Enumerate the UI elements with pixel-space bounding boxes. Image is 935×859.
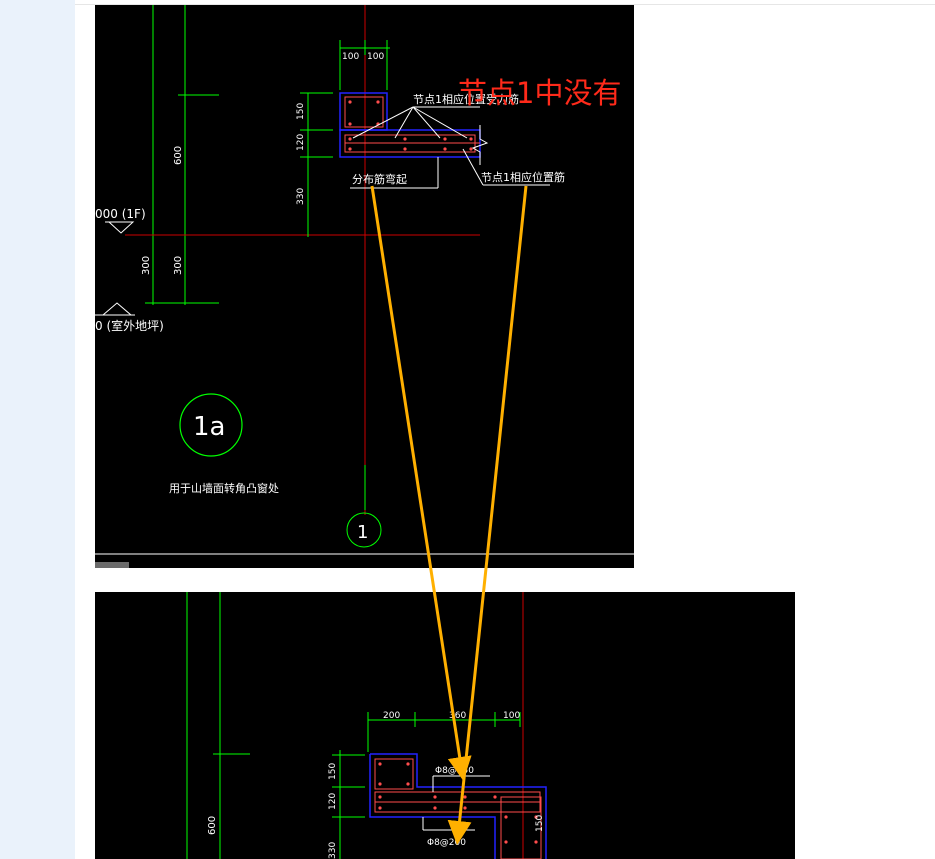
dim-text-120: 120 bbox=[296, 134, 306, 151]
cad-drawing-detail-1: 600 200 360 100 150 120 330 bbox=[95, 592, 795, 859]
dim-text-200: 200 bbox=[383, 711, 400, 721]
cad-drawing-1-canvas: 600 300 300 1 100 100 150 120 330 bbox=[95, 5, 634, 555]
annotation-note: 节点1中没有 bbox=[458, 76, 622, 110]
dim-text-600: 600 bbox=[207, 816, 218, 835]
level-marker bbox=[105, 221, 135, 234]
cad-drawing-detail-1a: 600 300 300 1 100 100 150 120 330 bbox=[95, 5, 634, 568]
rebar-stirrup-upper bbox=[344, 96, 384, 128]
rebar-label-top: Φ8@150 bbox=[435, 766, 474, 776]
detail-bubble bbox=[179, 393, 243, 457]
rebar-label-bottom: Φ8@200 bbox=[427, 838, 466, 848]
label-node1-stress-bars: 节点1相应位置受力筋 bbox=[413, 92, 519, 106]
dim-text-300-b: 300 bbox=[173, 256, 184, 275]
leader-line bbox=[352, 106, 414, 139]
dim-text-150: 150 bbox=[296, 103, 306, 120]
dim-text-top-2: 100 bbox=[367, 52, 384, 62]
label-node1-position-bars: 节点1相应位置筋 bbox=[481, 170, 565, 184]
dim-text-100: 100 bbox=[503, 711, 520, 721]
leader-line bbox=[412, 106, 468, 139]
dim-text-120: 120 bbox=[328, 793, 338, 810]
detail-id: 1a bbox=[193, 412, 225, 442]
cad-drawing-2-canvas: 600 200 360 100 150 120 330 bbox=[186, 592, 547, 859]
dim-text-360: 360 bbox=[449, 711, 466, 721]
break-line bbox=[471, 125, 489, 165]
axis-id: 1 bbox=[357, 522, 368, 543]
label-distribution-bent: 分布筋弯起 bbox=[352, 172, 407, 186]
leader-line bbox=[462, 148, 484, 186]
dim-text-330: 330 bbox=[328, 842, 338, 859]
leader-line bbox=[394, 106, 414, 139]
dim-text-600: 600 bbox=[173, 146, 184, 165]
detail-description: 用于山墙面转角凸窗处 bbox=[169, 481, 279, 495]
dim-text-top-1: 100 bbox=[342, 52, 359, 62]
rebar-dots bbox=[348, 100, 473, 151]
dim-text-300-a: 300 bbox=[141, 256, 152, 275]
top-divider bbox=[75, 4, 935, 5]
level-label-outdoor: 0 (室外地坪) bbox=[95, 318, 164, 333]
dim-text-330: 330 bbox=[296, 188, 306, 205]
level-label-1f: 000 (1F) bbox=[95, 207, 146, 221]
dim-text-150: 150 bbox=[328, 763, 338, 780]
left-gutter bbox=[0, 0, 75, 859]
horizontal-scrollbar-thumb[interactable] bbox=[95, 562, 129, 568]
dim-text-right-150: 150 bbox=[535, 815, 545, 832]
leader-line bbox=[412, 106, 441, 139]
level-marker bbox=[102, 302, 132, 316]
section-outline bbox=[369, 754, 496, 859]
